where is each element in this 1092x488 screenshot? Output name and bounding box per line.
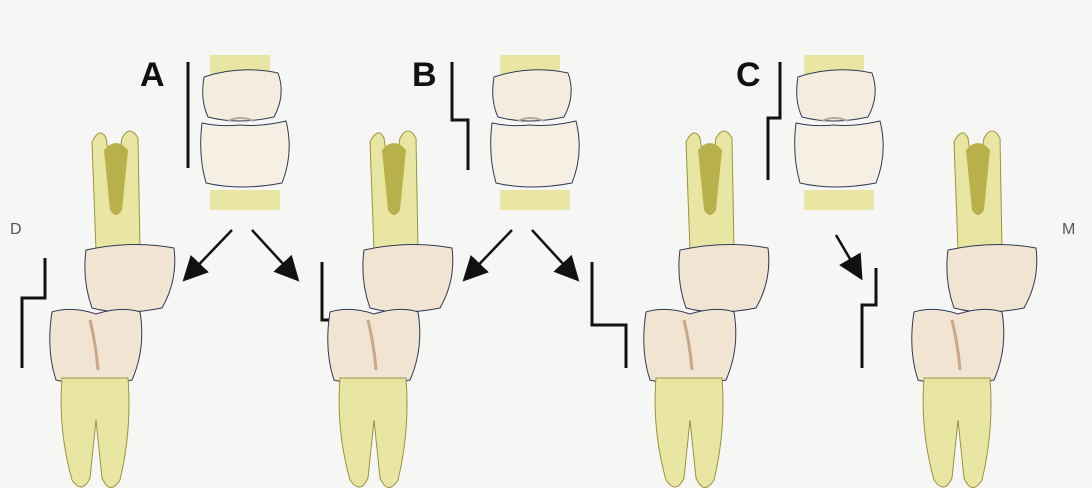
panel-label-a: A — [140, 58, 165, 92]
panel-label-b: B — [412, 58, 437, 92]
side-label-mesial: M — [1062, 222, 1075, 238]
panel-label-c: C — [736, 58, 761, 92]
tooth-column-b-right — [644, 131, 769, 488]
step-profile-line — [862, 268, 876, 368]
upper-molar-pair-b — [491, 55, 580, 210]
tooth-column-b-left — [328, 131, 453, 488]
upper-molar-pair-a — [201, 55, 290, 210]
step-profile-line — [592, 262, 626, 368]
side-label-distal: D — [10, 222, 22, 238]
arrow-icon — [836, 235, 860, 276]
tooth-column-a — [50, 131, 175, 488]
step-profile-line — [22, 258, 45, 368]
panel-b — [322, 55, 769, 488]
tooth-column-c — [912, 131, 1037, 488]
upper-molar-pair-c — [795, 55, 884, 210]
panel-c — [768, 55, 1037, 488]
step-profile-line — [452, 62, 468, 170]
step-profile-line — [768, 62, 780, 180]
arrow-icon — [532, 230, 576, 278]
panel-a — [22, 55, 296, 488]
arrow-icon — [466, 230, 512, 278]
arrow-icon — [252, 230, 296, 278]
arrow-icon — [186, 230, 232, 278]
